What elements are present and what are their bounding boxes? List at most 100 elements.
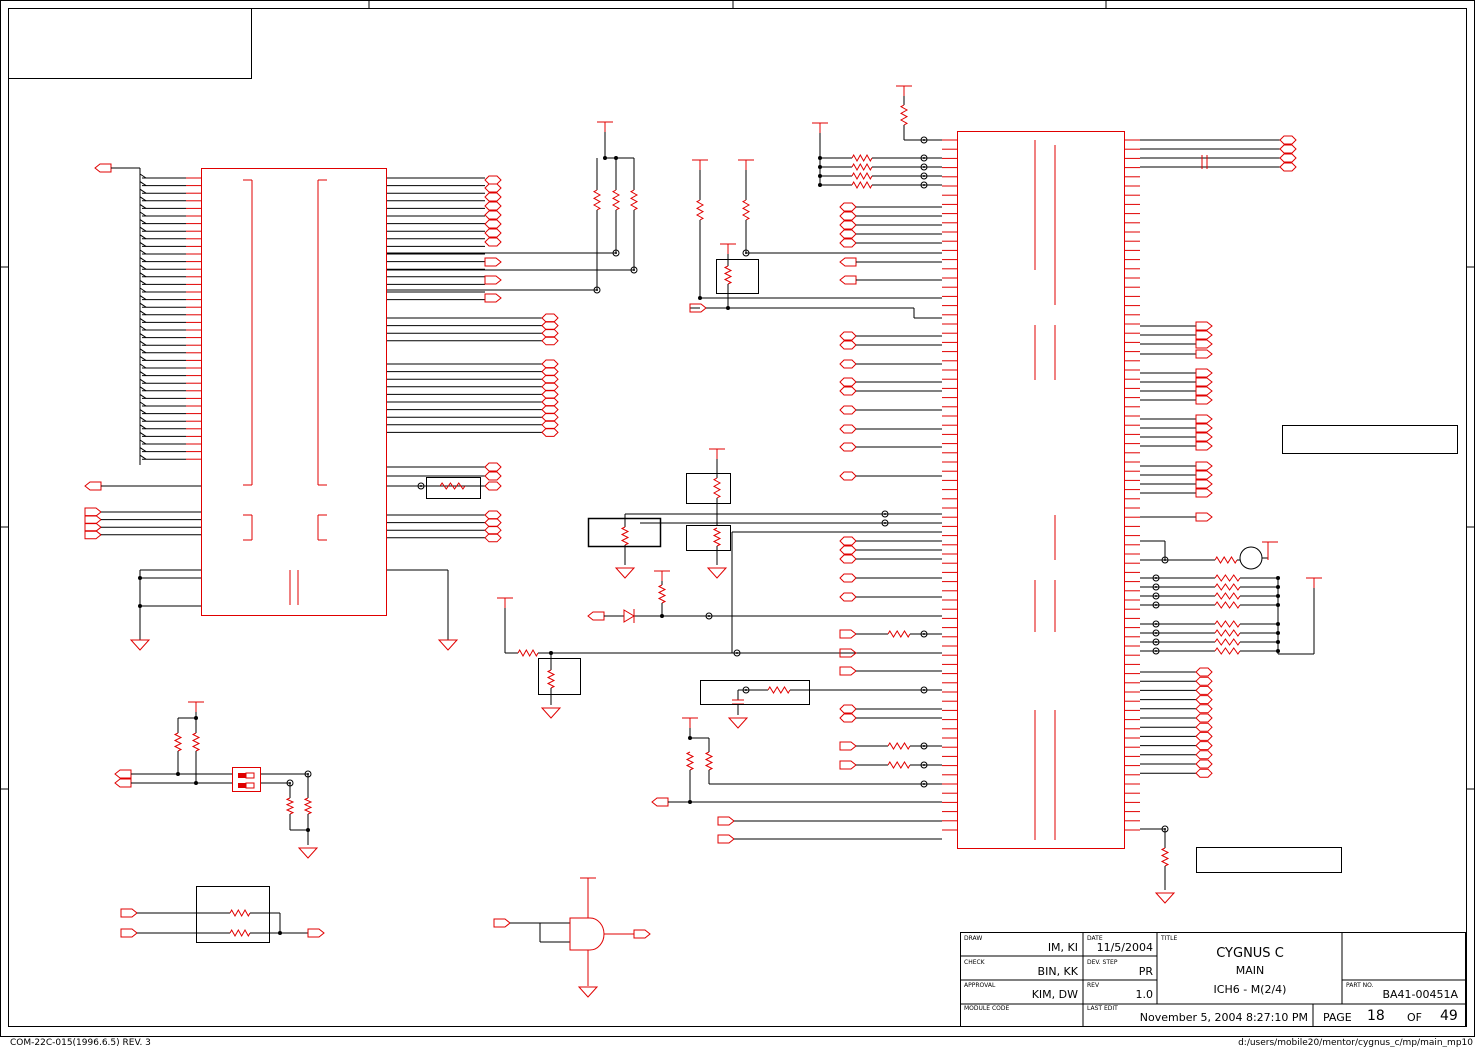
rev-value: 1.0 — [1136, 988, 1154, 1001]
off-page-connector — [1195, 479, 1213, 489]
off-page-connector — [1195, 414, 1213, 424]
bus-entry — [139, 454, 147, 460]
resistor — [1214, 592, 1241, 600]
bidir-connector — [1195, 750, 1213, 760]
bus-entry — [139, 173, 147, 179]
test-point — [1152, 601, 1160, 609]
off-page-connector — [114, 778, 132, 788]
resistor — [887, 742, 911, 750]
date-value: 11/5/2004 — [1097, 941, 1153, 954]
dip-switch — [232, 767, 261, 792]
bidir-connector — [1195, 722, 1213, 732]
date-label: DATE — [1087, 935, 1103, 942]
test-point-center — [1155, 577, 1157, 579]
check-value: BIN, KK — [1038, 965, 1079, 978]
resistor — [695, 199, 705, 221]
off-page-connector — [1195, 488, 1213, 498]
test-point — [417, 482, 425, 490]
bidir-connector — [839, 545, 857, 555]
resistor — [899, 104, 909, 126]
bidir-connector — [541, 321, 559, 331]
resistor — [303, 797, 313, 815]
bus-entry — [139, 386, 147, 392]
resistor — [712, 527, 722, 547]
bus-entry — [139, 378, 147, 384]
bus-entry — [139, 188, 147, 194]
bidir-connector — [484, 510, 502, 520]
off-page-connector — [1195, 368, 1213, 378]
junction-dot — [603, 156, 607, 160]
bidir-connector — [541, 359, 559, 369]
test-point — [920, 154, 928, 162]
off-page-connector — [633, 929, 651, 939]
test-point-center — [923, 783, 925, 785]
ground-symbol — [297, 847, 319, 859]
test-point — [1152, 583, 1160, 591]
off-page-connector — [1195, 330, 1213, 340]
bidir-connector — [541, 420, 559, 430]
bidir-connector — [839, 386, 857, 396]
off-page-connector — [1195, 377, 1213, 387]
resistor — [1214, 638, 1241, 646]
bidir-connector — [484, 237, 502, 247]
resistor — [887, 761, 911, 769]
bidir-connector — [839, 229, 857, 239]
bus-entry — [139, 409, 147, 415]
resistor — [620, 526, 630, 546]
bus-entry — [139, 355, 147, 361]
bidir-connector — [1195, 741, 1213, 751]
dev-step-value: PR — [1139, 965, 1154, 978]
bidir-connector — [1195, 704, 1213, 714]
part-no-value: BA41-00451A — [1382, 988, 1458, 1001]
bidir-connector — [484, 533, 502, 543]
off-page-connector — [84, 522, 102, 532]
test-point-center — [615, 252, 617, 254]
bus-entry — [139, 439, 147, 445]
approval-value: KIM, DW — [1032, 988, 1078, 1001]
bus-entry — [139, 287, 147, 293]
off-page-connector — [94, 163, 112, 173]
bidir-connector — [1195, 685, 1213, 695]
test-point-center — [923, 689, 925, 691]
off-page-connector — [839, 666, 857, 676]
approval-label: APPROVAL — [964, 982, 996, 989]
off-page-connector — [717, 834, 735, 844]
bus-entry — [139, 447, 147, 453]
off-page-connector — [717, 816, 735, 826]
off-page-connector — [84, 530, 102, 540]
off-page-connector — [839, 629, 857, 639]
ground-symbol — [706, 567, 728, 579]
bidir-connector — [839, 573, 857, 583]
test-point-center — [1155, 641, 1157, 643]
resistor — [723, 265, 733, 285]
test-point — [612, 249, 620, 257]
test-point — [1152, 638, 1160, 646]
last-edit-label: LAST EDIT — [1087, 1005, 1118, 1012]
bus-entry — [139, 416, 147, 422]
off-page-connector — [1195, 423, 1213, 433]
note-box-lower-right — [1196, 847, 1342, 873]
resistor — [657, 584, 667, 604]
test-point-center — [1155, 595, 1157, 597]
bidir-connector — [541, 427, 559, 437]
resistor — [191, 732, 201, 752]
off-page-connector — [587, 611, 605, 621]
bidir-connector — [839, 424, 857, 434]
bidir-connector — [1279, 162, 1297, 172]
bidir-connector — [839, 592, 857, 602]
ground-symbol — [727, 717, 749, 729]
test-point-center — [596, 289, 598, 291]
resistor — [229, 928, 251, 938]
off-page-connector — [1195, 321, 1213, 331]
ground-symbol — [437, 639, 459, 651]
test-point — [920, 761, 928, 769]
resistor — [1214, 620, 1241, 628]
bus-entry — [139, 295, 147, 301]
bidir-connector — [1279, 153, 1297, 163]
oscillator — [1239, 541, 1278, 570]
test-point — [593, 286, 601, 294]
bus-entry — [139, 181, 147, 187]
test-point-center — [633, 269, 635, 271]
test-point — [920, 181, 928, 189]
resistor — [629, 189, 639, 211]
